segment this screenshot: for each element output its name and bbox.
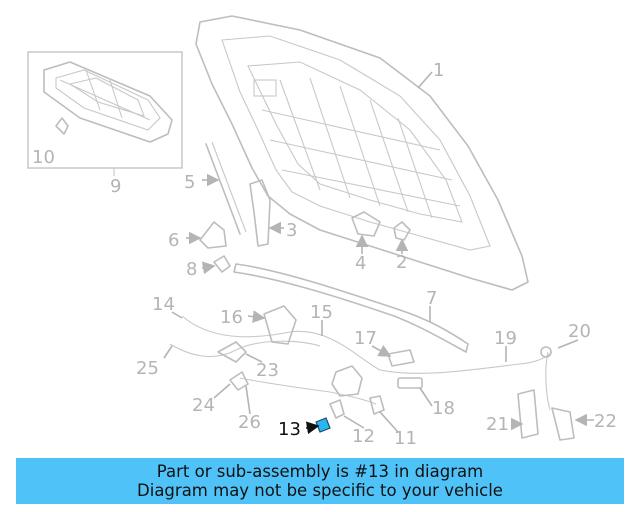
label-19: 19 — [494, 328, 517, 349]
label-21: 21 — [486, 414, 509, 435]
label-13: 13 — [278, 419, 301, 440]
hood-panel-part-1 — [195, 15, 529, 291]
seal-part-7 — [233, 263, 469, 353]
label-22: 22 — [594, 411, 617, 432]
info-banner: Part or sub-assembly is #13 in diagram D… — [16, 458, 624, 504]
banner-line-2: Diagram may not be specific to your vehi… — [137, 481, 503, 500]
highlighted-part-13 — [315, 417, 331, 433]
clip-part-24 — [229, 371, 249, 391]
handle-part-23 — [217, 341, 247, 363]
banner-line-1: Part or sub-assembly is #13 in diagram — [156, 462, 484, 481]
cover-part-18 — [397, 377, 423, 389]
label-6: 6 — [168, 230, 179, 251]
bracket-part-8 — [213, 255, 231, 273]
bolt-part-12 — [329, 399, 345, 419]
lock-part-22 — [551, 407, 575, 441]
bumper-part-6 — [199, 221, 227, 249]
part-labels: 1 2 3 4 5 6 7 8 9 10 11 12 13 14 15 16 1… — [32, 60, 617, 449]
label-1: 1 — [433, 60, 444, 81]
label-8: 8 — [186, 259, 197, 280]
release-cables — [169, 315, 553, 411]
label-17: 17 — [354, 328, 377, 349]
label-24: 24 — [192, 395, 215, 416]
banner-background — [16, 458, 624, 504]
latch-part-11 — [331, 365, 385, 415]
label-20: 20 — [568, 321, 591, 342]
inset-box-part-9 — [27, 51, 183, 176]
striker-part-4 — [351, 211, 381, 237]
label-14: 14 — [152, 294, 175, 315]
bracket-part-21 — [517, 389, 539, 439]
label-11: 11 — [394, 428, 417, 449]
hinge-part-3 — [249, 179, 271, 247]
hood-strut-part-5 — [205, 141, 247, 235]
label-5: 5 — [184, 172, 195, 193]
label-16: 16 — [220, 307, 243, 328]
label-18: 18 — [432, 398, 455, 419]
clip-part-10 — [55, 117, 69, 135]
label-2: 2 — [396, 252, 407, 273]
label-9: 9 — [110, 176, 121, 197]
label-arrows — [163, 71, 594, 435]
label-12: 12 — [352, 426, 375, 447]
label-26: 26 — [238, 412, 261, 433]
grommet-part-2 — [393, 221, 411, 241]
label-3: 3 — [286, 220, 297, 241]
label-15: 15 — [310, 302, 333, 323]
label-7: 7 — [426, 288, 437, 309]
cable-end-part-20 — [540, 346, 552, 358]
label-23: 23 — [256, 360, 279, 381]
lock-part-16 — [263, 305, 297, 345]
label-25: 25 — [136, 358, 159, 379]
label-4: 4 — [355, 253, 366, 274]
label-10: 10 — [32, 147, 55, 168]
bracket-part-17 — [387, 349, 415, 367]
